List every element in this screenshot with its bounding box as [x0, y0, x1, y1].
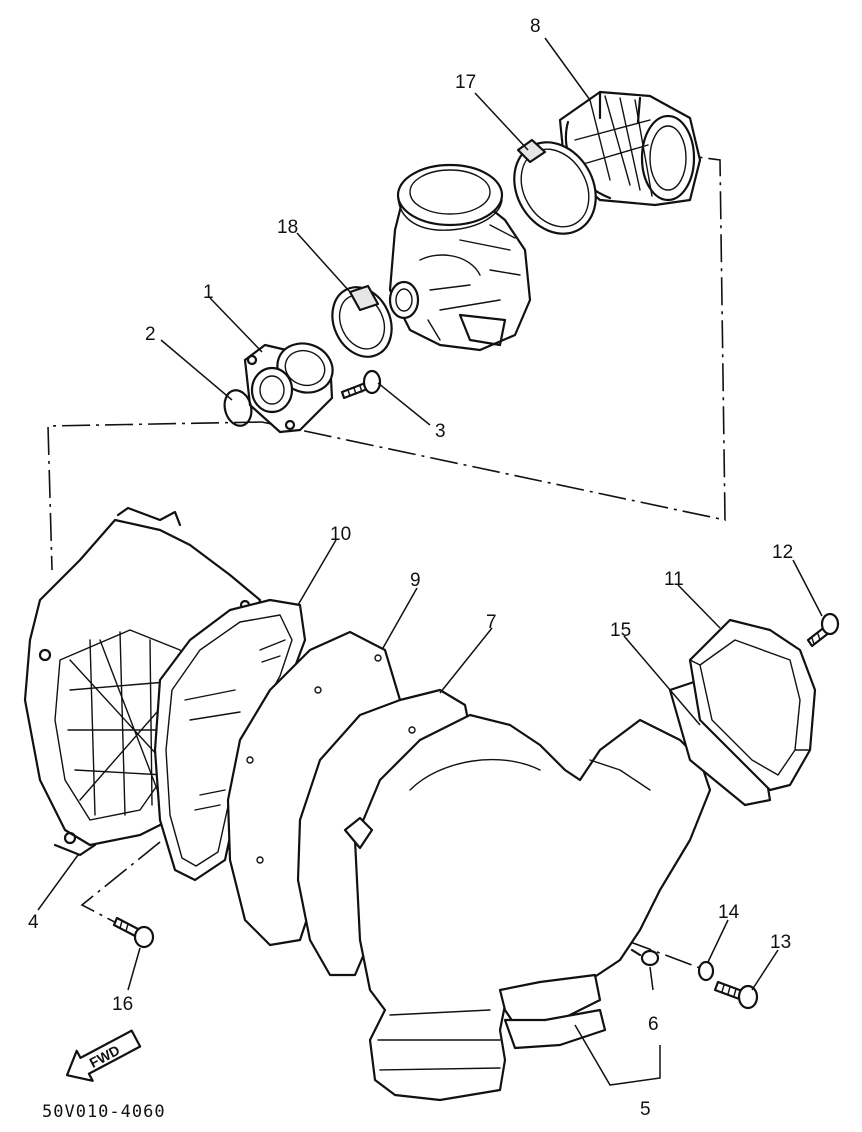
bolt-part-3 [340, 369, 382, 400]
label-part-1: 1 [203, 282, 214, 303]
intake-duct-part-5 [343, 713, 712, 1102]
label-part-18: 18 [277, 217, 298, 238]
label-part-12: 12 [772, 542, 793, 563]
part-number-labels: 8 17 18 1 2 3 10 9 7 11 12 15 4 14 13 16… [28, 16, 793, 1120]
intake-joint-part-8 [558, 90, 702, 207]
bolt-part-13 [713, 980, 759, 1010]
air-filter-case-part-4 [23, 506, 262, 857]
label-part-14: 14 [718, 902, 740, 923]
clamp-part-17 [513, 138, 597, 235]
clamp-part-18 [331, 284, 393, 358]
cover-part-11 [688, 618, 817, 792]
label-part-13: 13 [770, 932, 791, 953]
label-part-5: 5 [640, 1099, 651, 1120]
bolt-part-16 [112, 916, 155, 949]
carburetor [388, 163, 532, 352]
label-part-4: 4 [28, 912, 39, 933]
carburetor-joint-part-1 [243, 342, 334, 434]
leader-lines [37, 37, 823, 1086]
drawing-code: 50V010-4060 [42, 1102, 166, 1122]
label-part-17: 17 [455, 72, 476, 93]
o-ring-part-2 [223, 389, 253, 427]
fwd-arrow-icon: FWD [65, 1029, 142, 1082]
washer-part-14 [697, 960, 715, 982]
label-part-2: 2 [145, 324, 156, 345]
screw-part-6 [630, 948, 660, 967]
label-part-8: 8 [530, 16, 541, 37]
label-part-6: 6 [648, 1014, 659, 1035]
label-part-15: 15 [610, 620, 631, 641]
screw-part-12 [806, 612, 840, 648]
label-part-10: 10 [330, 524, 351, 545]
label-part-16: 16 [112, 994, 133, 1015]
label-part-7: 7 [486, 612, 497, 633]
label-part-9: 9 [410, 570, 421, 591]
label-part-11: 11 [664, 569, 684, 590]
label-part-3: 3 [435, 421, 446, 442]
